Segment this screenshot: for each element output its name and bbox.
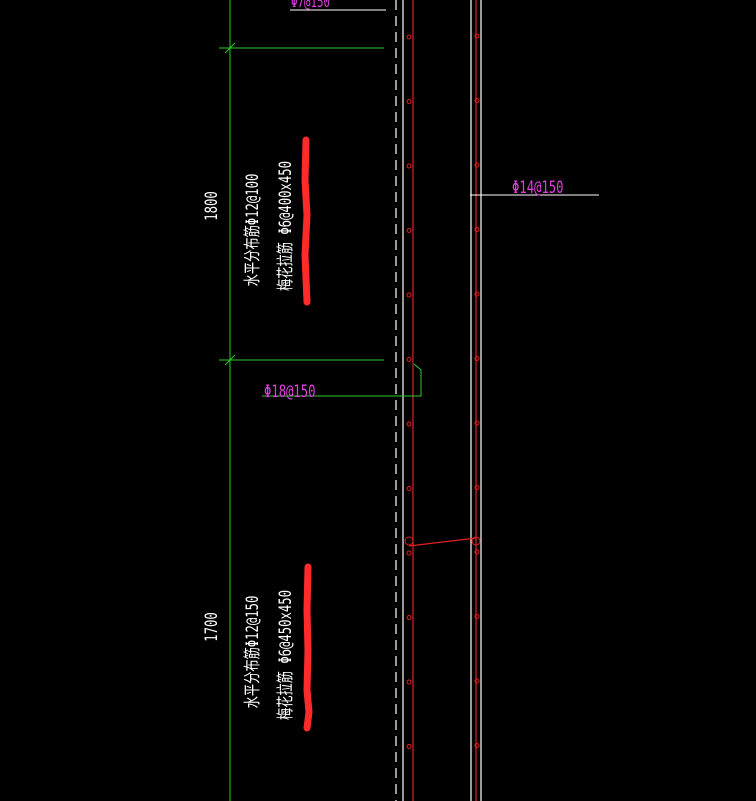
tie-bar-end-right — [471, 536, 481, 546]
wall-lines — [395, 0, 482, 801]
dimension-mid-tick — [224, 354, 236, 366]
rebar-dot — [474, 549, 480, 555]
lower-horizontal-rebar-label: 水平分布筋Φ12@150 — [243, 596, 263, 709]
upper-dimension-label: 1800 — [202, 191, 222, 220]
rebar-dot — [474, 162, 480, 168]
upper-horizontal-rebar-label: 水平分布筋Φ12@100 — [243, 174, 263, 287]
upper-tie-rebar-label: 梅花拉筋 Φ6@400x450 — [276, 161, 296, 291]
lower-tie-rebar-label: 梅花拉筋 Φ6@450x450 — [276, 590, 296, 720]
tie-bar-end-left — [404, 536, 414, 546]
rebar-dot — [474, 33, 480, 39]
rebar-dot — [474, 485, 480, 490]
rebar-dot — [406, 163, 412, 169]
rebar-dot — [406, 550, 412, 556]
rebar-dot — [406, 292, 412, 298]
rebar-dot — [406, 99, 412, 104]
rebar-dots — [406, 33, 480, 749]
rebar-top-cut-label: Φ7@150 — [291, 0, 330, 12]
lower-markup-stroke — [303, 563, 313, 732]
upper-markup-stroke — [301, 136, 311, 306]
rebar-dot — [406, 486, 412, 491]
dimension-lines — [219, 0, 422, 801]
rebar-dot — [474, 743, 480, 748]
rebar-dot — [406, 34, 412, 40]
rebar-dot — [474, 98, 480, 103]
rebar-dot — [406, 357, 412, 362]
rebar-dot — [406, 679, 412, 685]
rebar-mid-leader — [262, 363, 422, 397]
rebar-dot — [474, 614, 480, 619]
rebar-dot — [474, 227, 480, 232]
leader-lines — [290, 9, 599, 196]
tie-bar-line — [408, 537, 477, 547]
dimension-top-tick — [224, 42, 236, 54]
rebar-dot — [406, 744, 412, 749]
rebar-dot — [474, 291, 480, 297]
rebar-dot — [406, 421, 412, 427]
rebar-dot — [474, 420, 480, 426]
markup-strokes — [301, 136, 313, 732]
rebar-lines — [408, 0, 477, 801]
rebar-mid-label: Φ18@150 — [264, 382, 316, 402]
rebar-right-label: Φ14@150 — [512, 178, 564, 198]
rebar-dot — [406, 615, 412, 620]
rebar-dot — [474, 356, 480, 361]
lower-dimension-label: 1700 — [202, 612, 222, 641]
rebar-dot — [406, 228, 412, 233]
rebar-dot — [474, 678, 480, 684]
